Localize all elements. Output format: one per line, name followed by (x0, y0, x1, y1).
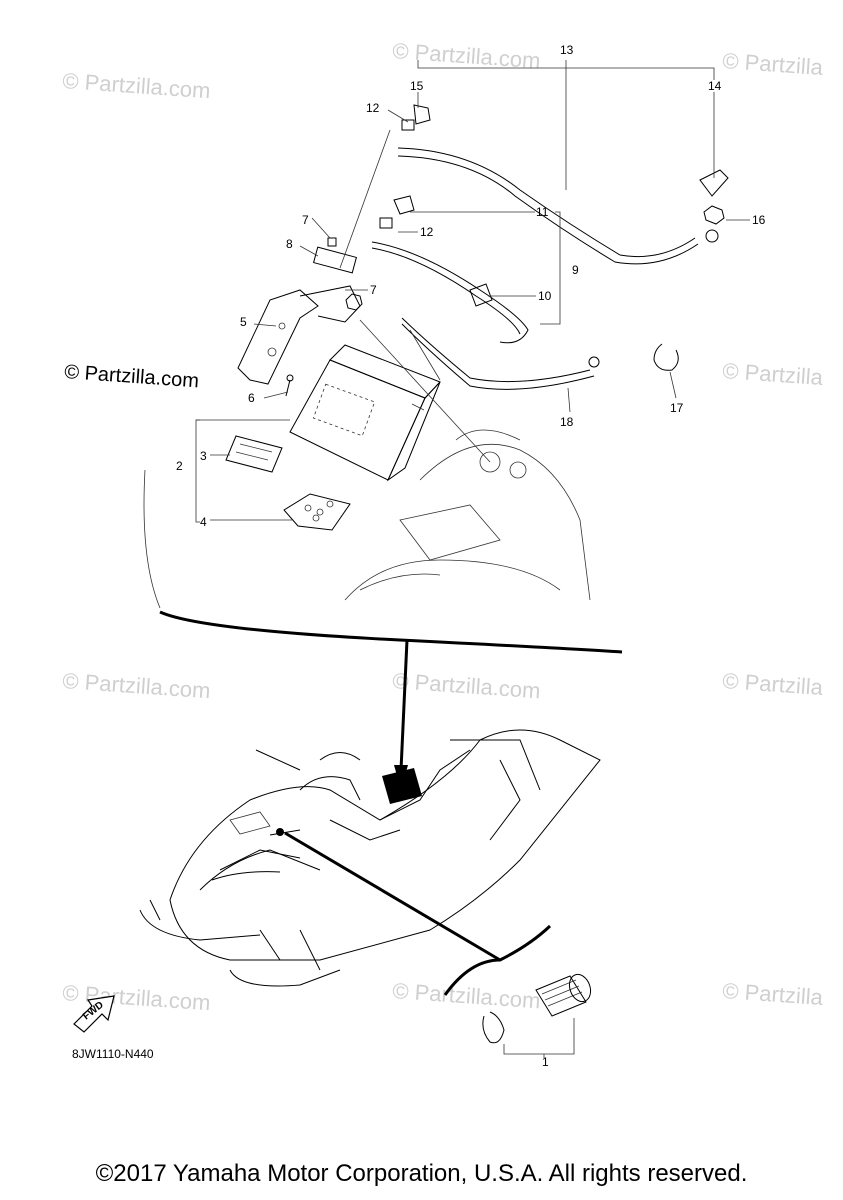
bolt-6 (285, 374, 294, 397)
bolt-bag-4 (283, 493, 351, 531)
snowmobile-overview (139, 729, 601, 987)
watermark: © Partzilla (722, 48, 825, 80)
callout-labels: 13 15 14 12 16 11 12 9 10 7 8 7 5 6 17 1… (176, 43, 766, 1069)
battery (289, 344, 441, 482)
leaders (195, 60, 750, 523)
callout-7: 7 (302, 213, 309, 227)
watermark: © Partzilla.com (392, 668, 542, 703)
battery-bracket (237, 285, 361, 385)
cable-13 (397, 104, 729, 265)
watermark: © Partzilla (722, 668, 825, 700)
detail-frame (143, 469, 623, 790)
watermark: © Partzilla.com (392, 978, 542, 1013)
label-3 (225, 435, 283, 473)
callout-6: 6 (248, 391, 255, 405)
callout-13: 13 (560, 43, 574, 57)
cable-9 (371, 195, 529, 344)
watermarks: © Partzilla.com © Partzilla.com © Partzi… (62, 38, 825, 1015)
callout-7: 7 (370, 283, 377, 297)
callout-15: 15 (410, 79, 424, 93)
callout-16: 16 (752, 213, 766, 227)
clamp-17 (653, 343, 679, 371)
nut-16 (703, 205, 725, 225)
accessory-leader (284, 831, 552, 996)
snowmobile-body-detail (344, 429, 591, 601)
copyright-notice: ©2017 Yamaha Motor Corporation, U.S.A. A… (95, 1160, 748, 1187)
callout-3: 3 (200, 449, 207, 463)
callout-18: 18 (560, 415, 574, 429)
watermark: © Partzilla.com (62, 668, 212, 703)
accessory-socket-1 (482, 973, 592, 1058)
fuse-holder (312, 119, 415, 274)
callout-17: 17 (670, 401, 684, 415)
callout-4: 4 (200, 515, 207, 529)
watermark: © Partzilla (722, 358, 825, 390)
callout-12: 12 (420, 225, 434, 239)
callout-12: 12 (366, 101, 380, 115)
watermark-main: © Partzilla.com (64, 361, 200, 392)
callout-10: 10 (538, 289, 552, 303)
watermark: © Partzilla.com (62, 68, 212, 103)
diagram-code: 8JW1110-N440 (72, 1047, 154, 1061)
callout-2: 2 (176, 459, 183, 473)
watermark: © Partzilla.com (62, 980, 212, 1015)
cable-18 (401, 317, 600, 390)
watermark: © Partzilla (722, 978, 825, 1010)
callout-11: 11 (536, 205, 549, 219)
callout-9: 9 (572, 263, 579, 277)
callout-8: 8 (286, 237, 293, 251)
callout-5: 5 (240, 315, 247, 329)
callout-14: 14 (708, 79, 722, 93)
nut-7 (345, 293, 363, 311)
callout-1: 1 (542, 1055, 549, 1069)
